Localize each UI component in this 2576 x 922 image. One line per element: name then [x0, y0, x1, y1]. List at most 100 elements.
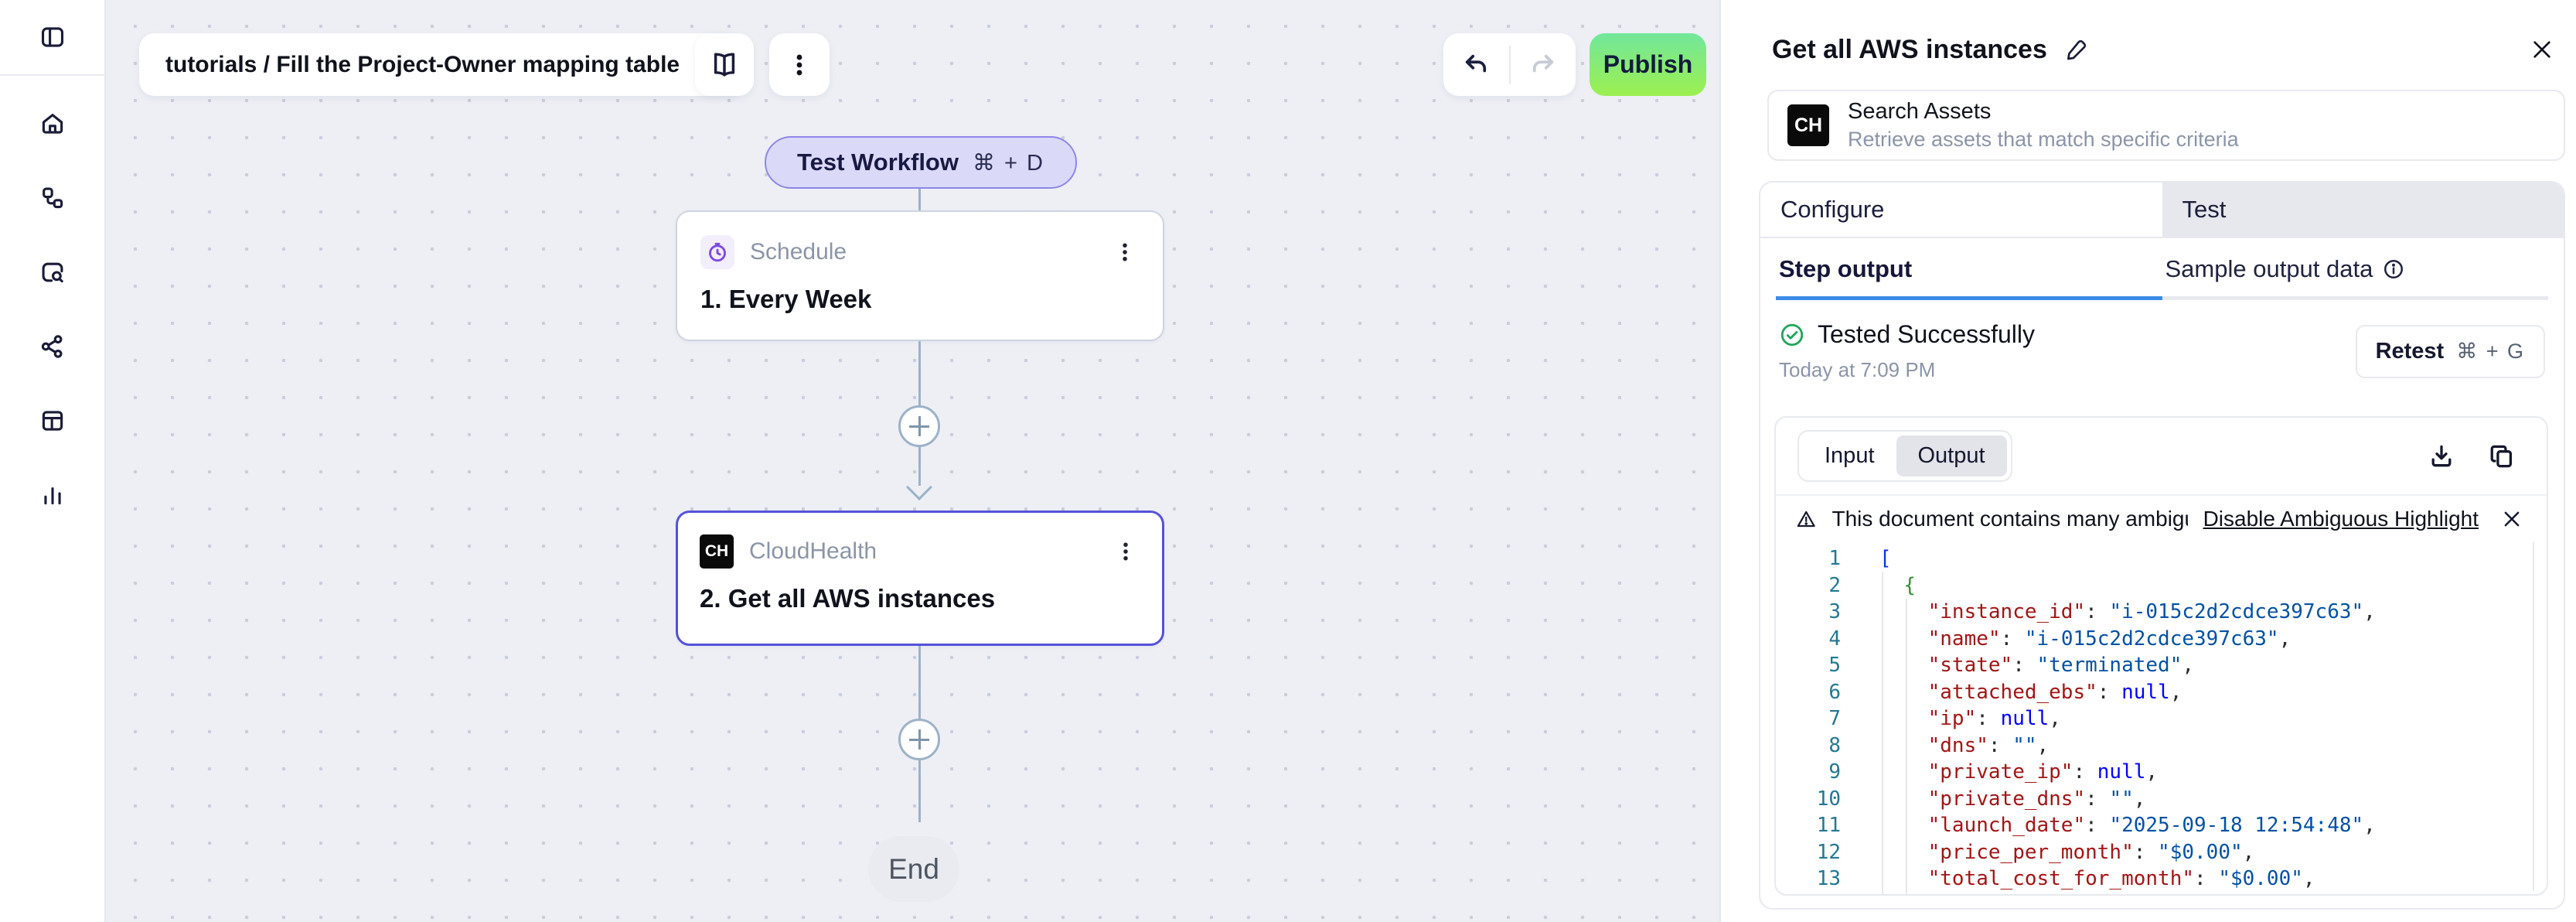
code-line: 11 "launch_date": "2025-09-18 12:54:48", [1816, 814, 2376, 837]
info-icon [2384, 259, 2404, 279]
disable-highlight-link[interactable]: Disable Ambiguous Highlight [2203, 507, 2479, 531]
warning-text: This document contains many ambiguous un… [1831, 507, 2187, 531]
code-line: 6 "attached_ebs": null, [1828, 680, 2182, 704]
retest-button[interactable]: Retest ⌘ + G [2355, 324, 2545, 378]
subtab-label: Step output [1779, 255, 1913, 282]
input-toggle[interactable]: Input [1825, 443, 1875, 468]
tab-configure[interactable]: Configure [1780, 196, 1885, 223]
divider [1776, 494, 2547, 496]
code-line: 1[ [1828, 547, 1892, 570]
node-cloudhealth[interactable]: CH CloudHealth 2. Get all AWS instances [676, 511, 1164, 646]
ambiguous-unicode-warning: This document contains many ambiguous un… [1776, 496, 2547, 539]
schedule-icon [700, 235, 734, 269]
json-output-editor[interactable]: 1[ 2 { 3 "instance_id": "i-015c2d2cdce397c… [1776, 539, 2547, 894]
sidebar-item-insights[interactable] [29, 472, 76, 518]
node-menu-button[interactable] [1111, 537, 1140, 566]
code-line: 2 { [1828, 573, 1916, 597]
left-sidebar [0, 0, 106, 922]
node-type-label: CloudHealth [749, 538, 877, 564]
kebab-icon [1123, 243, 1127, 261]
redo-icon [1532, 54, 1553, 72]
node-type-label: Schedule [750, 239, 847, 265]
indent-guide [1906, 599, 1907, 894]
node-menu-button[interactable] [1110, 237, 1140, 267]
code-line: 10 "private_dns": "", [1816, 787, 2146, 811]
sidebar-item-search-cases[interactable] [29, 249, 76, 295]
workflow-breadcrumb-dropdown[interactable]: tutorials / Fill the Project-Owner mappi… [139, 33, 744, 96]
undo-icon [1466, 54, 1487, 72]
cloudhealth-logo: CH [1787, 104, 1829, 146]
code-line: 8 "dns": "", [1828, 733, 2050, 757]
close-panel-button[interactable] [2530, 37, 2554, 62]
end-node: End [868, 836, 959, 902]
edit-title-button[interactable] [2064, 37, 2089, 62]
step-details-panel: Get all AWS instances CH Search Assets R… [1719, 0, 2576, 922]
subtab-step-output[interactable]: Step output [1776, 238, 2162, 300]
app-action-name: Search Assets [1848, 99, 1992, 124]
subtab-sample-output-data[interactable]: Sample output data [2162, 238, 2548, 300]
subtab-underline [1776, 296, 2162, 300]
book-icon [714, 52, 735, 77]
success-check-icon [1780, 323, 1804, 346]
connector-line [918, 447, 921, 486]
workflow-menu-button[interactable] [769, 33, 830, 96]
editor-scrollbar[interactable] [2533, 542, 2534, 891]
step-title: Get all AWS instances [1772, 34, 2047, 64]
code-line: 9 "private_ip": null, [1828, 760, 2159, 784]
test-status-message: Tested Successfully [1818, 320, 2036, 348]
sidebar-item-share[interactable] [29, 323, 76, 370]
breadcrumb: tutorials / Fill the Project-Owner mappi… [165, 51, 680, 77]
code-line: 13 "total_cost_for_month": "$0.00", [1816, 867, 2315, 890]
test-workflow-button[interactable]: Test Workflow ⌘ + D [765, 136, 1077, 189]
sidebar-item-tables[interactable] [29, 398, 76, 444]
add-step-button[interactable] [898, 405, 940, 447]
copy-button[interactable] [2488, 442, 2516, 470]
download-button[interactable] [2428, 442, 2455, 470]
step-output-card: Input Output This document contains many… [1774, 416, 2548, 896]
redo-button[interactable] [1511, 51, 1576, 79]
undo-redo-group [1443, 33, 1576, 96]
workflow-canvas[interactable]: tutorials / Fill the Project-Owner mappi… [106, 0, 1719, 922]
undo-redo-divider [1508, 45, 1511, 84]
download-icon [2431, 445, 2452, 466]
cloudhealth-logo: CH [700, 534, 734, 569]
connector-line [918, 189, 921, 210]
code-lines: 1[ 2 { 3 "instance_id": "i-015c2d2cdce397c… [1776, 545, 2547, 893]
step-tabs-card: Configure Test Step output Sample output… [1759, 181, 2565, 910]
undo-button[interactable] [1443, 51, 1509, 79]
add-step-button[interactable] [898, 719, 940, 760]
tab-test[interactable]: Test [2162, 183, 2564, 237]
sidebar-toggle-icon[interactable] [29, 14, 76, 60]
subtab-underline [2162, 296, 2548, 300]
app-info-card: CH Search Assets Retrieve assets that ma… [1767, 90, 2565, 161]
sidebar-item-workflows[interactable] [29, 175, 76, 221]
indent-guide [1882, 572, 1883, 894]
test-workflow-shortcut: ⌘ + D [972, 150, 1044, 176]
input-output-toggle: Input Output [1797, 430, 2012, 482]
sidebar-divider [0, 74, 105, 76]
subtab-label: Sample output data [2165, 255, 2373, 282]
kebab-icon [796, 54, 802, 75]
code-line: 7 "ip": null, [1828, 707, 2061, 730]
code-line: 5 "state": "terminated", [1828, 654, 2195, 677]
test-workflow-label: Test Workflow [797, 149, 959, 176]
app-action-description: Retrieve assets that match specific crit… [1848, 128, 2239, 151]
node-title: 1. Every Week [700, 285, 872, 313]
retest-shortcut: ⌘ + G [2456, 339, 2525, 363]
node-schedule[interactable]: Schedule 1. Every Week [676, 210, 1164, 341]
connector-line [918, 341, 921, 406]
docs-button[interactable] [695, 33, 754, 96]
close-icon [2504, 511, 2520, 527]
output-toggle[interactable]: Output [1896, 435, 2007, 476]
code-line: 3 "instance_id": "i-015c2d2cdce397c63", [1828, 600, 2376, 623]
pencil-icon [2067, 39, 2086, 60]
dismiss-warning-button[interactable] [2500, 507, 2523, 531]
code-line: 12 "price_per_month": "$0.00", [1816, 840, 2255, 864]
connector-arrow [906, 474, 932, 500]
test-status-timestamp: Today at 7:09 PM [1779, 358, 1936, 381]
retest-label: Retest [2375, 338, 2445, 364]
sidebar-item-home[interactable] [29, 101, 76, 147]
kebab-icon [1123, 542, 1128, 561]
publish-button[interactable]: Publish [1590, 33, 1706, 96]
copy-icon [2490, 445, 2513, 467]
